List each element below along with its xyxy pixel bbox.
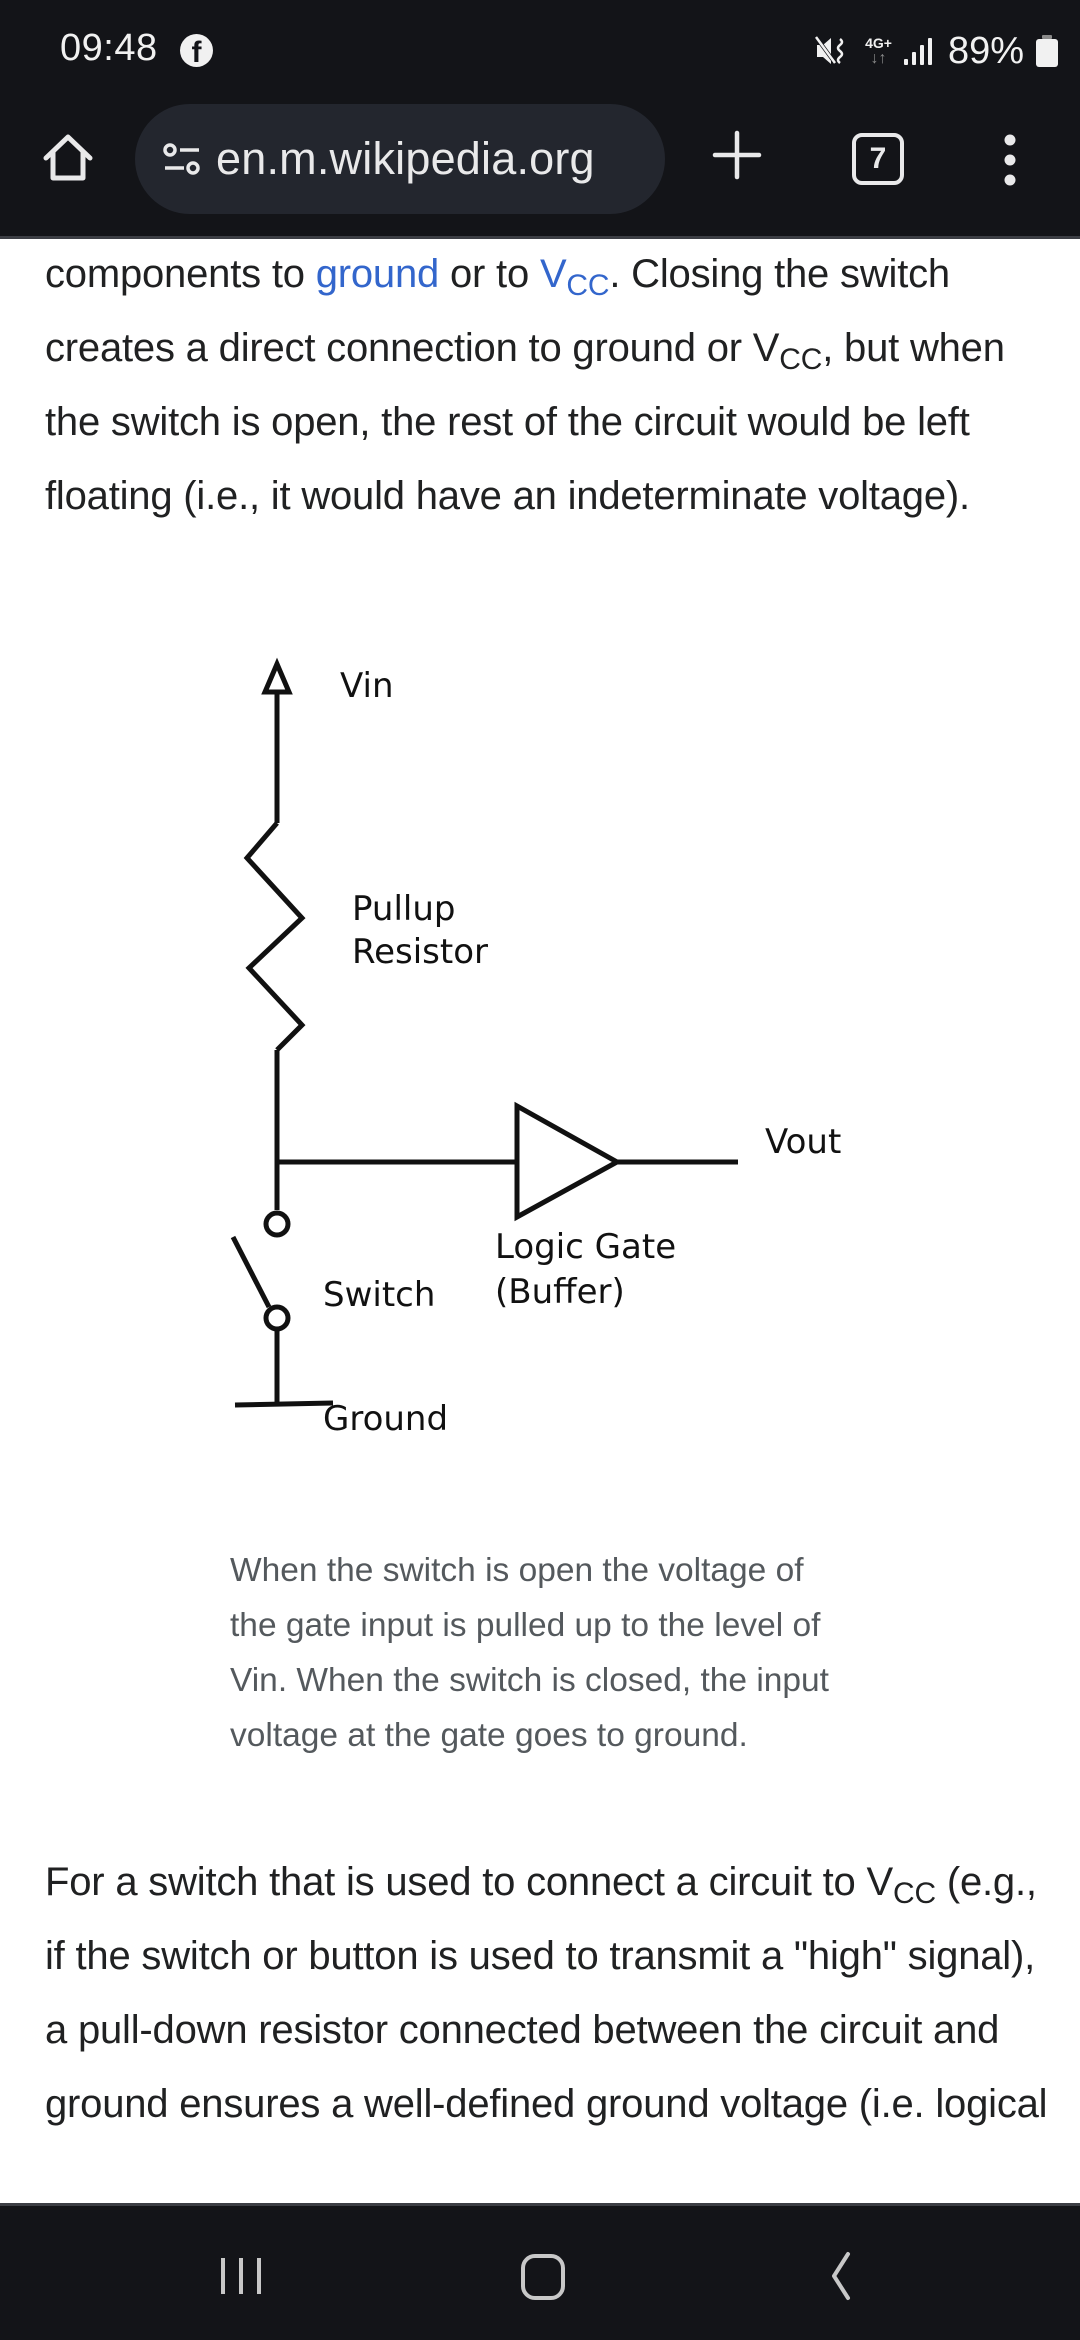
figure-caption: When the switch is open the voltage of t… (230, 1552, 829, 1754)
label-pullup: Pullup (352, 889, 455, 929)
tab-switcher-button[interactable]: 7 (852, 133, 904, 185)
label-resistor: Resistor (352, 932, 488, 972)
plus-icon[interactable] (707, 125, 767, 185)
vcc-text: VCC (752, 326, 823, 376)
label-switch: Switch (323, 1275, 435, 1315)
home-icon[interactable] (38, 128, 98, 188)
battery-icon (1036, 35, 1058, 67)
more-vertical-icon[interactable] (995, 130, 1025, 190)
label-logic-gate: Logic Gate (495, 1227, 676, 1267)
buffer-gate-symbol (514, 1101, 623, 1222)
circuit-schematic: Vin Pullup Resistor Vout Logic Gate (Buf… (230, 657, 841, 1439)
switch-lever (230, 1235, 272, 1309)
label-vout: Vout (765, 1122, 841, 1162)
vcc-text: VCC (866, 1860, 937, 1910)
status-bar: 09:48 f 4G+ ↓↑ 89% (0, 0, 1080, 100)
toolbar-divider (0, 236, 1080, 239)
article-paragraph: components to ground or to VCC. Closing … (45, 252, 1005, 518)
link-vcc[interactable]: VCC (539, 252, 610, 302)
home-icon[interactable] (503, 2236, 583, 2316)
url-text[interactable]: en.m.wikipedia.org (216, 133, 595, 184)
status-icons: 4G+ ↓↑ 89% (813, 26, 1058, 76)
nav-divider (0, 2203, 1080, 2206)
network-label: 4G+ (865, 35, 892, 51)
battery-percent: 89% (947, 29, 1024, 72)
switch-contact-bottom (263, 1304, 291, 1332)
switch-contact-top (263, 1210, 291, 1238)
signal-icon (903, 38, 932, 65)
label-buffer: (Buffer) (495, 1272, 625, 1312)
status-time: 09:48 (60, 27, 158, 69)
system-nav-bar (0, 2206, 1080, 2340)
network-4g-icon: 4G+ ↓↑ (865, 35, 892, 67)
ground-symbol (234, 1400, 334, 1408)
mute-vibrate-icon (814, 35, 844, 65)
pullup-resistor-diagram[interactable]: Vin Pullup Resistor Vout Logic Gate (Buf… (225, 640, 875, 1520)
address-bar[interactable]: en.m.wikipedia.org (135, 104, 665, 214)
facebook-icon: f (180, 34, 213, 67)
browser-toolbar: en.m.wikipedia.org 7 (0, 100, 1080, 236)
label-ground: Ground (323, 1399, 448, 1439)
back-icon[interactable] (800, 2236, 880, 2316)
pullup-resistor-symbol (243, 821, 306, 1052)
site-settings-icon[interactable] (160, 137, 204, 181)
label-vin: Vin (340, 666, 394, 706)
article-paragraph: For a switch that is used to connect a c… (45, 1860, 1048, 2126)
vin-terminal-symbol (261, 657, 293, 695)
recents-icon[interactable] (201, 2236, 281, 2316)
link-ground[interactable]: ground (315, 252, 440, 296)
